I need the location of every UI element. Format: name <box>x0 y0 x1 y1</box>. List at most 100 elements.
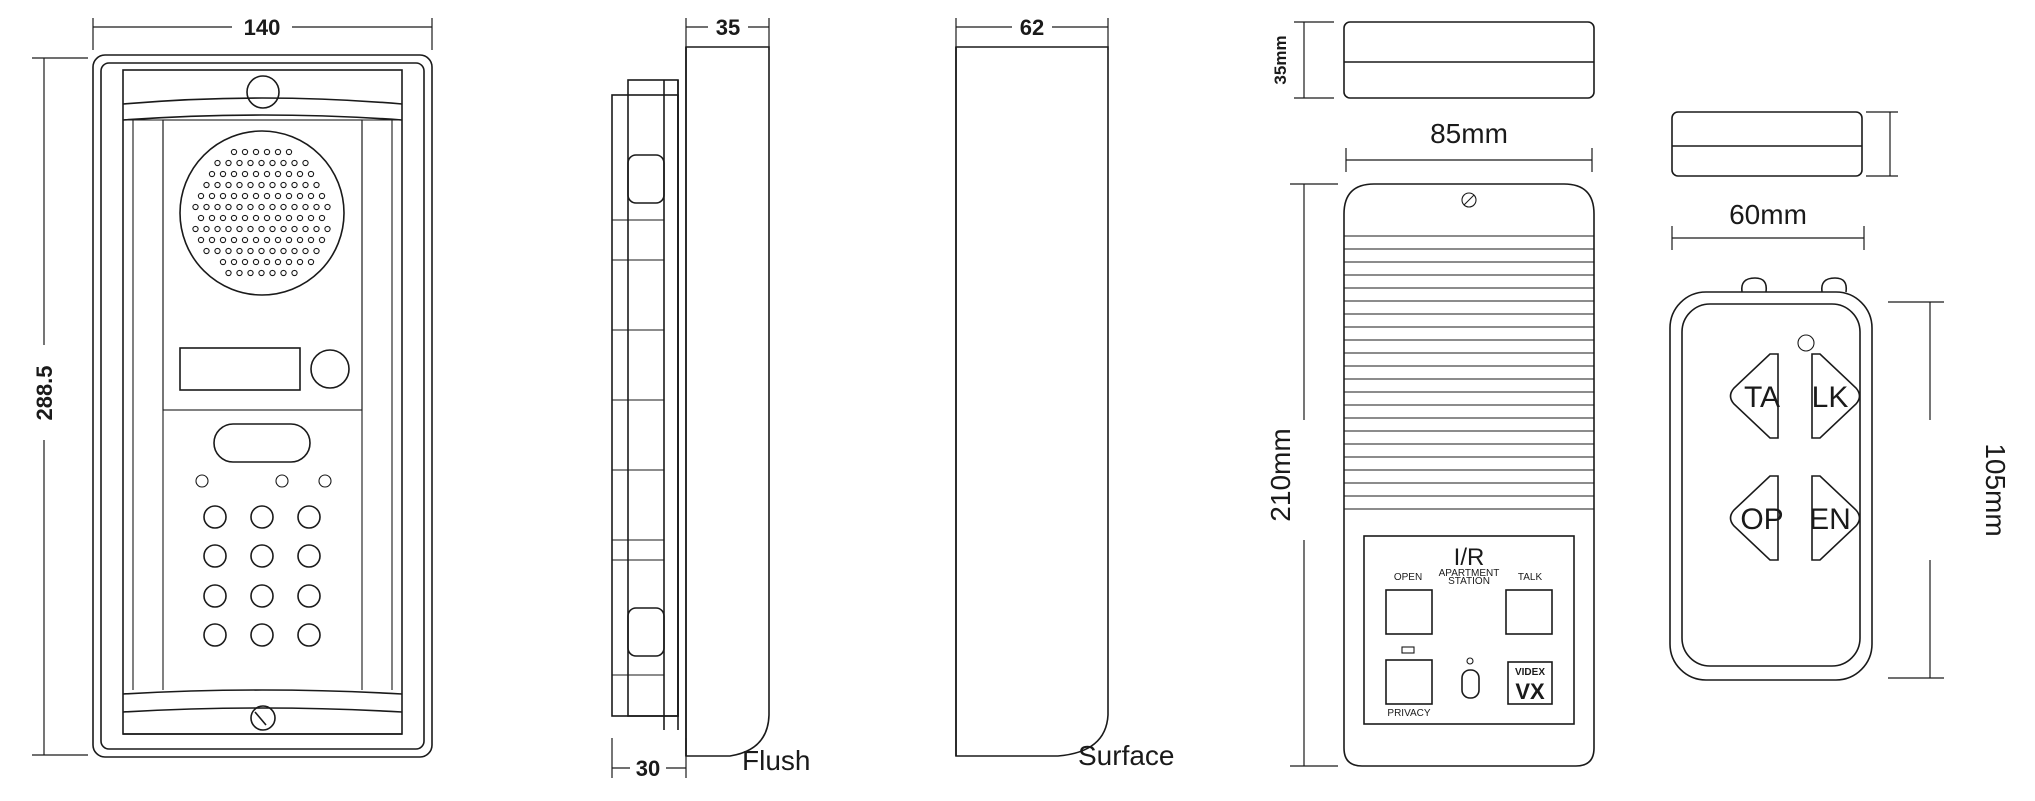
speaker-hole <box>291 203 298 211</box>
speaker-hole <box>241 236 249 244</box>
station-subtitle-1: APARTMENT <box>1439 568 1500 579</box>
speaker-hole <box>291 269 298 277</box>
panel-height-label: 288.5 <box>32 365 57 420</box>
camera-lens <box>310 349 350 389</box>
speaker-hole <box>263 192 271 200</box>
speaker-hole <box>203 181 210 189</box>
name-window <box>179 347 301 391</box>
remote-button-ta[interactable]: TA <box>1744 381 1780 414</box>
speaker-hole <box>313 203 320 211</box>
speaker-hole <box>203 203 210 211</box>
speaker-hole <box>225 225 232 233</box>
remote-button-lk[interactable]: LK <box>1812 381 1849 414</box>
speaker-hole <box>285 214 293 222</box>
open-button[interactable] <box>1385 589 1433 635</box>
speaker-hole <box>214 203 221 211</box>
keypad-key[interactable] <box>203 505 227 529</box>
speaker-hole <box>247 203 254 211</box>
keypad-key[interactable] <box>250 505 274 529</box>
speaker-hole <box>285 192 293 200</box>
speaker-hole <box>274 214 282 222</box>
keypad-key[interactable] <box>250 584 274 608</box>
speaker-hole <box>285 236 293 244</box>
speaker-hole <box>296 214 304 222</box>
keypad-key[interactable] <box>203 544 227 568</box>
surface-depth-label: 62 <box>1020 15 1044 40</box>
speaker-hole <box>230 214 238 222</box>
keypad-key[interactable] <box>297 505 321 529</box>
speaker-hole <box>313 181 320 189</box>
speaker-hole <box>247 159 254 167</box>
flush-top-depth-label: 35 <box>716 15 740 40</box>
keypad-key[interactable] <box>297 544 321 568</box>
speaker-hole <box>214 181 221 189</box>
speaker-hole <box>203 225 210 233</box>
speaker-hole <box>230 192 238 200</box>
speaker-hole <box>247 269 254 277</box>
speaker-hole <box>280 225 287 233</box>
speaker-hole <box>280 247 287 255</box>
speaker-hole <box>269 203 276 211</box>
speaker-hole <box>263 148 271 156</box>
keypad-key[interactable] <box>297 623 321 647</box>
speaker-hole <box>208 192 216 200</box>
speaker-hole <box>274 192 282 200</box>
station-depth-label: 35mm <box>1271 35 1290 84</box>
videx-logo-box <box>1507 661 1553 705</box>
keypad-key[interactable] <box>203 623 227 647</box>
speaker-hole <box>324 203 331 211</box>
keypad-key[interactable] <box>203 584 227 608</box>
speaker-hole <box>252 214 260 222</box>
speaker-hole <box>324 225 331 233</box>
privacy-button[interactable] <box>1385 659 1433 705</box>
speaker-hole <box>241 258 249 266</box>
speaker-hole <box>302 247 309 255</box>
speaker-hole <box>269 225 276 233</box>
keypad-key[interactable] <box>250 623 274 647</box>
speaker-hole <box>247 181 254 189</box>
speaker-hole <box>197 214 205 222</box>
speaker-hole <box>225 181 232 189</box>
speaker-hole <box>307 236 315 244</box>
apartment-station: 35mm 85mm 210mm I/R APARTMENT STATION OP… <box>1265 21 1595 767</box>
speaker-hole <box>258 203 265 211</box>
remote-height-label: 105mm <box>1980 443 2011 536</box>
speaker-hole <box>302 181 309 189</box>
speaker-hole <box>252 258 260 266</box>
speaker-hole <box>296 170 304 178</box>
speaker-hole <box>230 170 238 178</box>
panel-width-label: 140 <box>244 15 281 40</box>
speaker-hole <box>285 148 293 156</box>
speaker-hole <box>307 192 315 200</box>
remote-button-en[interactable]: EN <box>1809 503 1851 536</box>
speaker-hole <box>230 236 238 244</box>
speaker-hole <box>269 159 276 167</box>
speaker-hole <box>274 236 282 244</box>
flush-side-view: 35 30 Flush <box>611 15 810 781</box>
speaker-hole <box>236 247 243 255</box>
keypad-key[interactable] <box>297 584 321 608</box>
speaker-hole <box>280 159 287 167</box>
speaker-hole <box>214 225 221 233</box>
keypad-key[interactable] <box>250 544 274 568</box>
speaker-grille <box>179 130 345 296</box>
keypad-keys <box>203 505 321 647</box>
speaker-hole <box>313 247 320 255</box>
speaker-hole <box>241 192 249 200</box>
talk-button[interactable] <box>1505 589 1553 635</box>
entrance-panel-front: 140 288.5 <box>32 15 433 758</box>
speaker-hole <box>208 214 216 222</box>
talk-label: TALK <box>1518 572 1543 583</box>
speaker-hole <box>252 170 260 178</box>
keypad-display <box>213 423 311 463</box>
speaker-hole <box>318 192 326 200</box>
speaker-hole <box>214 247 221 255</box>
speaker-hole <box>192 225 199 233</box>
station-height-label: 210mm <box>1265 428 1296 521</box>
remote-button-op[interactable]: OP <box>1740 503 1783 536</box>
flush-bottom-depth-label: 30 <box>636 756 660 781</box>
speaker-hole <box>219 236 227 244</box>
speaker-hole <box>192 203 199 211</box>
speaker-hole <box>263 214 271 222</box>
